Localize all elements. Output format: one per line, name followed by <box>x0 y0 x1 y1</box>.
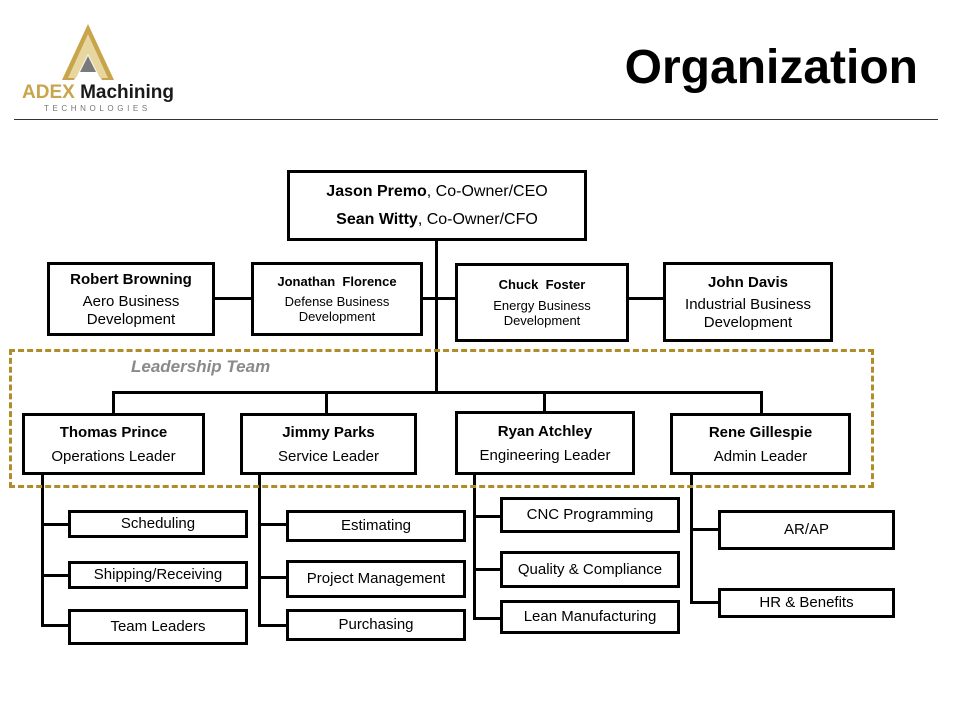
admin-branch-1 <box>690 528 720 531</box>
logo-tagline: TECHNOLOGIES <box>44 104 151 113</box>
logo-mark-icon <box>62 24 114 80</box>
leadership-team-frame <box>9 349 874 488</box>
leader-role: Operations Leader <box>51 447 176 465</box>
bizdev-role: Energy Business Development <box>493 298 591 328</box>
leader-box-service: Jimmy Parks Service Leader <box>240 413 417 475</box>
svc-branch-1 <box>258 523 288 526</box>
leader-name: Jimmy Parks <box>282 423 375 441</box>
leader-drop-1 <box>112 391 115 414</box>
cfo-name: Sean Witty <box>336 210 418 228</box>
leader-box-operations: Thomas Prince Operations Leader <box>22 413 205 475</box>
leaders-bus <box>112 391 763 394</box>
bizdev-box-defense: Jonathan Florence Defense Business Devel… <box>251 262 423 336</box>
eng-branch-3 <box>473 617 502 620</box>
dept-box-hr-benefits: HR & Benefits <box>718 588 895 618</box>
bizdev-role: Aero Business Development <box>82 292 180 328</box>
header-divider <box>14 119 938 120</box>
ops-branch-2 <box>41 574 70 577</box>
ops-spine <box>41 474 44 627</box>
ceo-role: , Co-Owner/CEO <box>426 182 548 200</box>
logo-wordmark: ADEX Machining <box>22 82 174 104</box>
leader-name: Thomas Prince <box>59 423 168 441</box>
leader-role: Engineering Leader <box>479 446 611 464</box>
leader-drop-3 <box>543 391 546 414</box>
page-title: Organization <box>624 41 918 94</box>
leadership-team-label: Leadership Team <box>131 357 271 376</box>
admin-branch-2 <box>690 601 720 604</box>
trunk-line <box>435 239 438 393</box>
leader-name: Rene Gillespie <box>708 423 813 441</box>
ops-branch-3 <box>41 624 70 627</box>
leader-drop-2 <box>325 391 328 414</box>
logo-brand-suffix: Machining <box>80 82 175 103</box>
admin-spine <box>690 474 693 604</box>
bizdev-name: John Davis <box>707 273 789 291</box>
dept-box-cnc-programming: CNC Programming <box>500 497 680 533</box>
svc-branch-3 <box>258 624 288 627</box>
eng-branch-2 <box>473 568 502 571</box>
dept-box-lean-manufacturing: Lean Manufacturing <box>500 600 680 634</box>
ops-branch-1 <box>41 523 70 526</box>
bizdev-box-energy: Chuck Foster Energy Business Development <box>455 263 629 342</box>
dept-box-shipping-receiving: Shipping/Receiving <box>68 561 248 589</box>
ceo-box: Jason Premo, Co-Owner/CEO Sean Witty, Co… <box>287 170 587 241</box>
leader-box-admin: Rene Gillespie Admin Leader <box>670 413 851 475</box>
dept-box-team-leaders: Team Leaders <box>68 609 248 645</box>
dept-box-project-management: Project Management <box>286 560 466 598</box>
bizdev-name: Robert Browning <box>70 270 192 288</box>
bizdev-name: Jonathan Florence <box>277 274 397 289</box>
eng-spine <box>473 474 476 620</box>
dept-box-purchasing: Purchasing <box>286 609 466 641</box>
leader-role: Service Leader <box>278 447 379 465</box>
dept-box-estimating: Estimating <box>286 510 466 542</box>
ceo-line-1: Jason Premo, Co-Owner/CEO <box>326 181 547 203</box>
bizdev-role: Industrial Business Development <box>685 295 811 331</box>
cfo-role: , Co-Owner/CFO <box>417 210 538 228</box>
eng-branch-1 <box>473 515 502 518</box>
cfo-line: Sean Witty, Co-Owner/CFO <box>336 209 538 231</box>
svc-spine <box>258 474 261 627</box>
svc-branch-2 <box>258 576 288 579</box>
leader-name: Ryan Atchley <box>497 422 593 440</box>
ceo-name: Jason Premo <box>326 182 427 200</box>
logo-brand: ADEX <box>22 82 75 103</box>
leader-role: Admin Leader <box>713 447 808 465</box>
bizdev-box-industrial: John Davis Industrial Business Developme… <box>663 262 833 342</box>
dept-box-ar-ap: AR/AP <box>718 510 895 550</box>
dept-box-scheduling: Scheduling <box>68 510 248 538</box>
bizdev-role: Defense Business Development <box>284 294 390 324</box>
company-logo <box>20 22 155 117</box>
leader-box-engineering: Ryan Atchley Engineering Leader <box>455 411 635 475</box>
bizdev-box-aero: Robert Browning Aero Business Developmen… <box>47 262 215 336</box>
bizdev-name: Chuck Foster <box>498 277 586 292</box>
dept-box-quality-compliance: Quality & Compliance <box>500 551 680 588</box>
leader-drop-4 <box>760 391 763 414</box>
